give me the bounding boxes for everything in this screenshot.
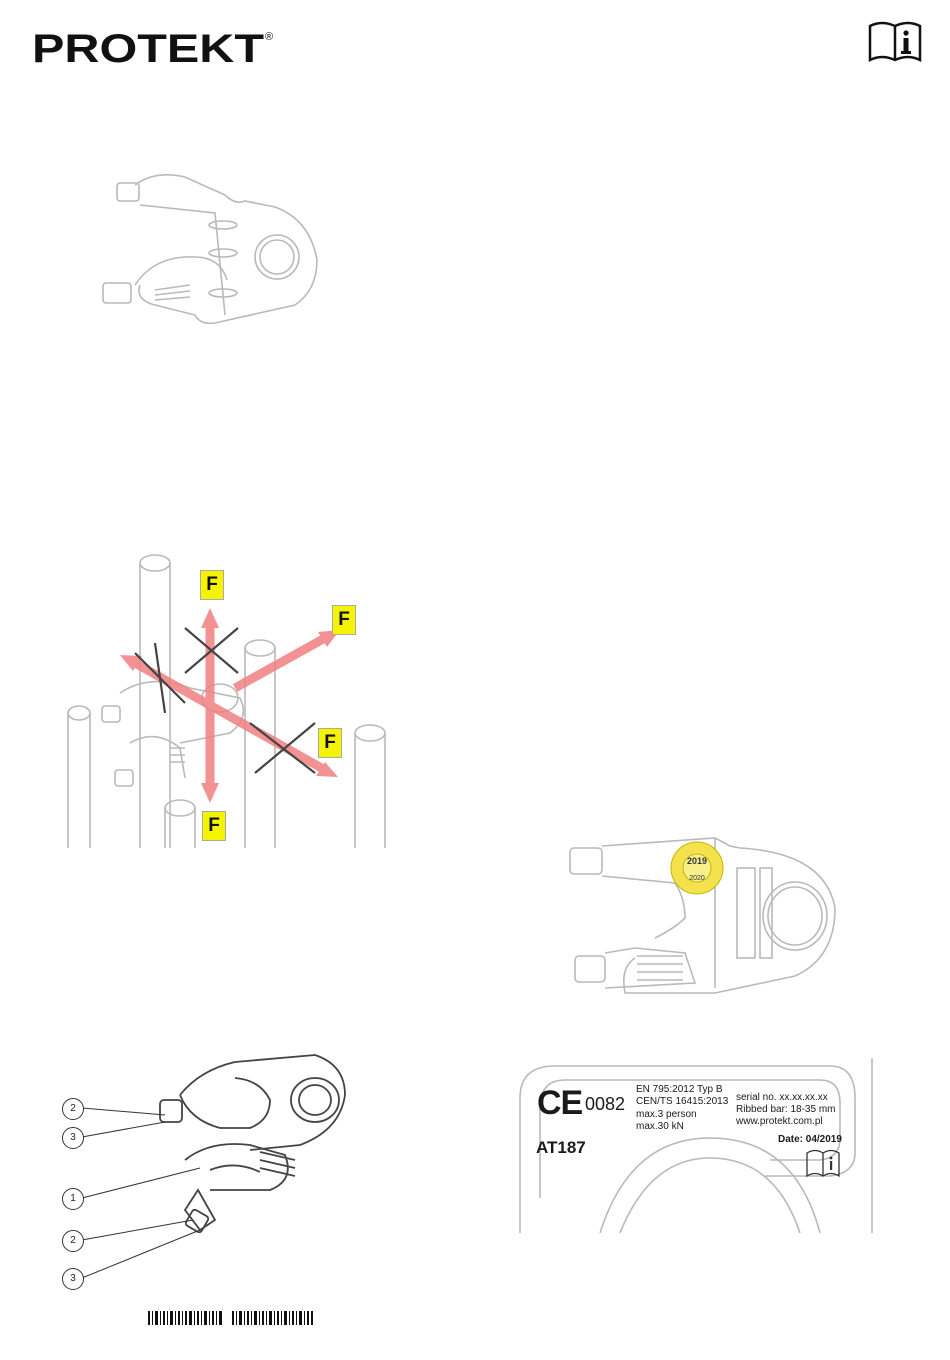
force-label-up: F [200, 570, 224, 600]
ce-mark: CE [537, 1084, 582, 1123]
sticker-year: 2019 [687, 856, 707, 866]
max-persons: max.3 person [636, 1109, 697, 1120]
parts-diagram: 2 3 1 2 3 [60, 1050, 355, 1290]
website: www.protekt.com.pl [736, 1116, 823, 1127]
force-label-right: F [332, 605, 356, 635]
barcode [148, 1311, 313, 1325]
notified-body-number: 0082 [585, 1094, 625, 1115]
callout-3-top: 3 [62, 1127, 84, 1149]
callout-2-bottom: 2 [62, 1230, 84, 1252]
production-date: Date: 04/2019 [778, 1134, 842, 1145]
force-label-down: F [202, 811, 226, 841]
force-label-diagonal: F [318, 728, 342, 758]
callout-2-top: 2 [62, 1098, 84, 1120]
standard-1: EN 795:2012 Typ B [636, 1084, 723, 1095]
callout-1: 1 [62, 1188, 84, 1210]
model-number: AT187 [536, 1138, 586, 1158]
standard-2: CEN/TS 16415:2013 [636, 1096, 728, 1107]
info-manual-icon [868, 20, 922, 64]
brand-name: PROTEKT [32, 27, 264, 70]
marking-label-detail: CE 0082 EN 795:2012 Typ B CEN/TS 16415:2… [510, 1058, 882, 1233]
clamp-with-sticker-illustration: 2019 2020 [565, 828, 850, 998]
ribbed-bar-range: Ribbed bar: 18-35 mm [736, 1104, 836, 1115]
registered-mark: ® [265, 31, 273, 43]
sticker-next-year: 2020 [689, 875, 705, 882]
callout-3-bottom: 3 [62, 1268, 84, 1290]
max-load: max.30 kN [636, 1121, 684, 1132]
force-direction-diagram: F F F F [60, 548, 390, 853]
clamp-illustration-top [95, 165, 330, 340]
brand-logo: PROTEKT ® [32, 22, 277, 70]
serial-number: serial no. xx.xx.xx.xx [736, 1092, 828, 1103]
